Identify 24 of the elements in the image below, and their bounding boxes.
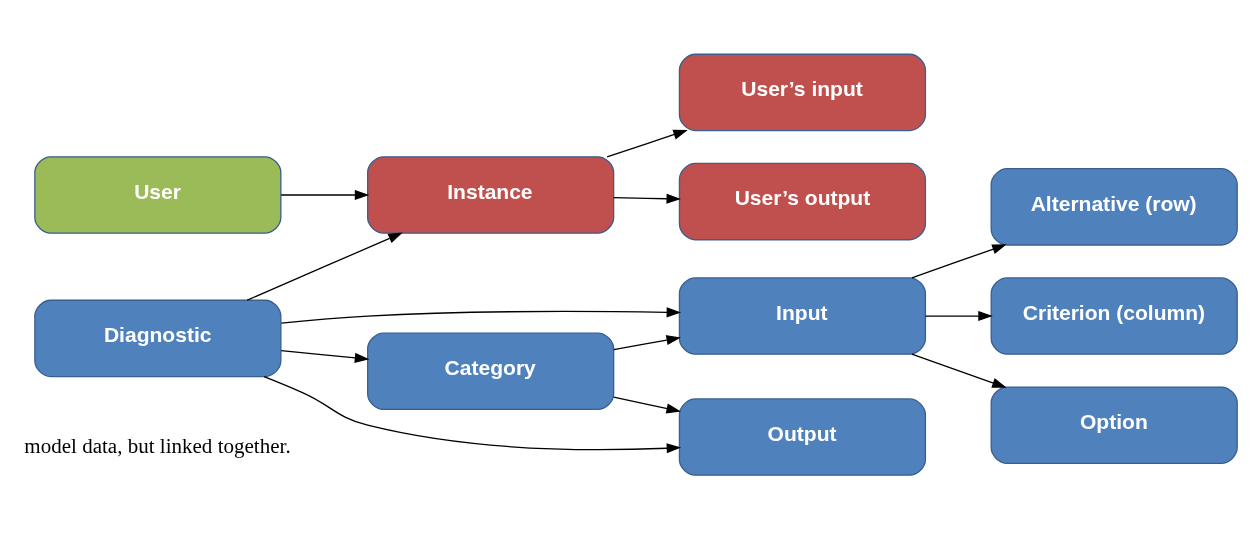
node-box: Alternative (row): [990, 168, 1238, 246]
node-box: Criterion (column): [990, 277, 1238, 355]
label: model data, but linked together.: [24, 433, 291, 458]
node-box: Category: [367, 332, 615, 411]
node-box: User: [34, 156, 282, 234]
arrow: [911, 244, 1007, 279]
node-box: Instance: [367, 156, 615, 234]
arrow: [613, 193, 681, 204]
arrow: [606, 129, 688, 158]
arrow: [263, 376, 682, 454]
arrow: [280, 307, 682, 324]
node-box: Option: [990, 386, 1238, 465]
arrow: [613, 335, 681, 351]
arrow: [280, 189, 370, 201]
arrow: [613, 396, 681, 414]
node-box: Input: [678, 277, 927, 355]
arrow: [280, 349, 370, 363]
arrow: [924, 310, 993, 322]
node-box: User’s output: [678, 162, 927, 241]
arrow: [911, 353, 1007, 388]
node-box: User’s input: [678, 53, 927, 132]
arrow: [246, 232, 403, 301]
node-box: Output: [678, 398, 927, 476]
node-box: Diagnostic: [34, 299, 282, 378]
